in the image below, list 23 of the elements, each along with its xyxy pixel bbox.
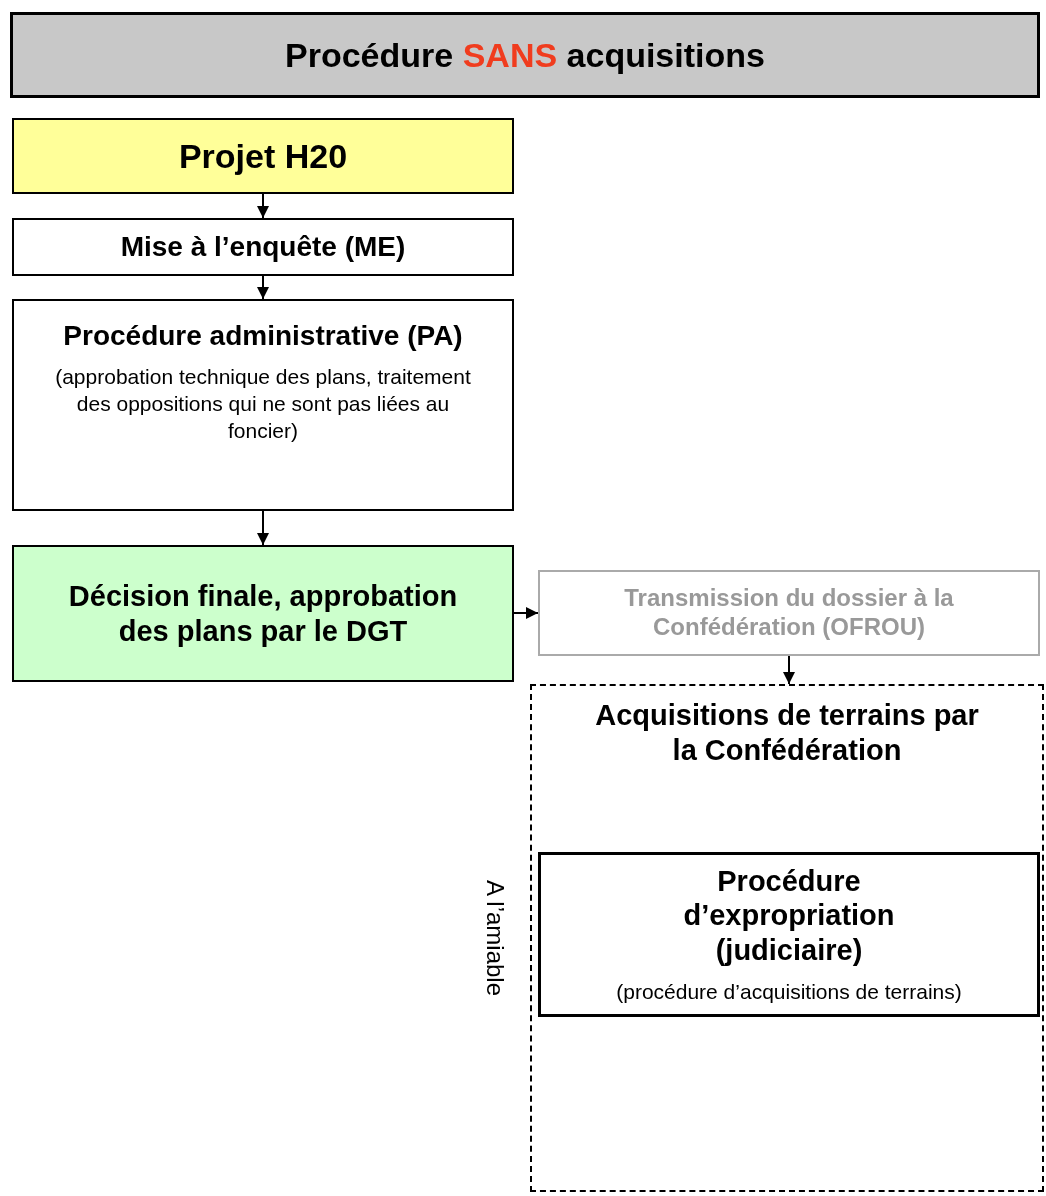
box-note: (approbation technique des plans, traitement des oppositions qui ne sont pas liées au foncier): [54, 363, 472, 445]
step-box: [538, 852, 1040, 1017]
box-heading: Décision finale, approbation des plans par le DGT: [67, 578, 459, 649]
step-box: [12, 118, 514, 194]
arrow: [513, 607, 539, 619]
box-heading: Procédure administrative (PA): [62, 319, 464, 353]
box-heading: Projet H20: [177, 135, 349, 177]
arrow: [783, 655, 795, 685]
box-note: (procédure d’acquisitions de terrains): [615, 979, 963, 1006]
arrow: [257, 193, 269, 219]
box-heading: Transmission du dossier à la Confédération (OFROU): [623, 584, 955, 642]
box-heading: Mise à l’enquête (ME): [119, 230, 407, 264]
step-box: [12, 299, 514, 511]
box-heading: Acquisitions de terrains par la Confédération: [594, 698, 980, 768]
side-label: A l’amiable: [481, 878, 509, 999]
arrow: [257, 275, 269, 300]
step-box: [538, 570, 1040, 656]
title: Procédure SANS acquisitions: [285, 35, 765, 75]
step-box: [12, 218, 514, 276]
dashed-group-box: [530, 684, 1044, 1192]
box-heading: Procédure d’expropriation (judiciaire): [682, 863, 896, 969]
arrow: [257, 510, 269, 546]
decision-box: [12, 545, 514, 682]
